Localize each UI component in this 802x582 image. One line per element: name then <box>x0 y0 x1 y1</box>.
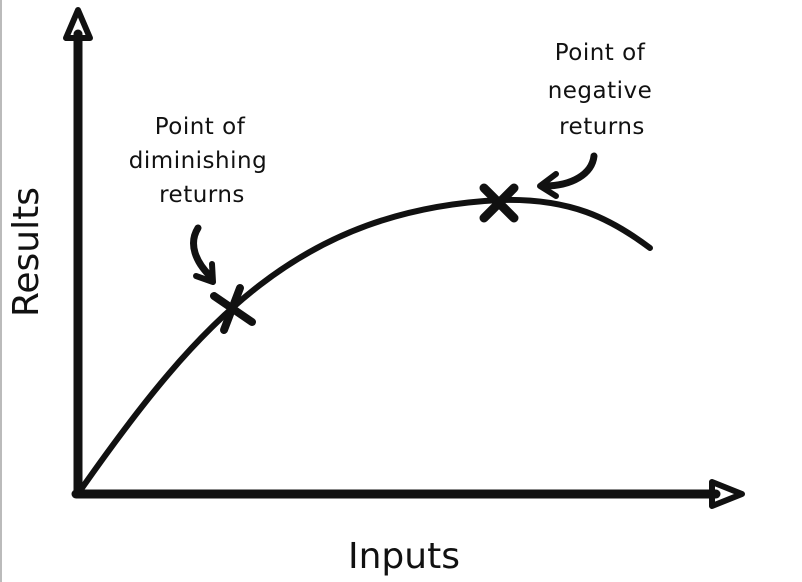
results-curve <box>79 196 653 491</box>
annotation-negative-line-1: Point of <box>555 40 646 66</box>
annotation-negative-line-3: returns <box>559 114 645 140</box>
annotation-diminishing-line-2: diminishing <box>129 148 267 174</box>
curved-arrow-icon <box>537 152 598 199</box>
annotation-diminishing: Point of diminishing returns <box>129 114 267 208</box>
y-axis-label: Results <box>6 187 47 317</box>
x-mark-icon <box>479 183 519 223</box>
x-axis-arrowhead <box>709 479 745 509</box>
annotation-negative-line-2: negative <box>548 78 653 104</box>
annotation-negative: Point of negative returns <box>548 40 653 140</box>
x-mark-icon <box>210 284 256 334</box>
y-axis-arrowhead <box>63 7 93 41</box>
x-axis-label: Inputs <box>348 536 460 577</box>
curved-arrow-icon <box>190 224 216 285</box>
annotation-diminishing-line-3: returns <box>159 182 245 208</box>
annotation-diminishing-line-1: Point of <box>155 114 246 140</box>
